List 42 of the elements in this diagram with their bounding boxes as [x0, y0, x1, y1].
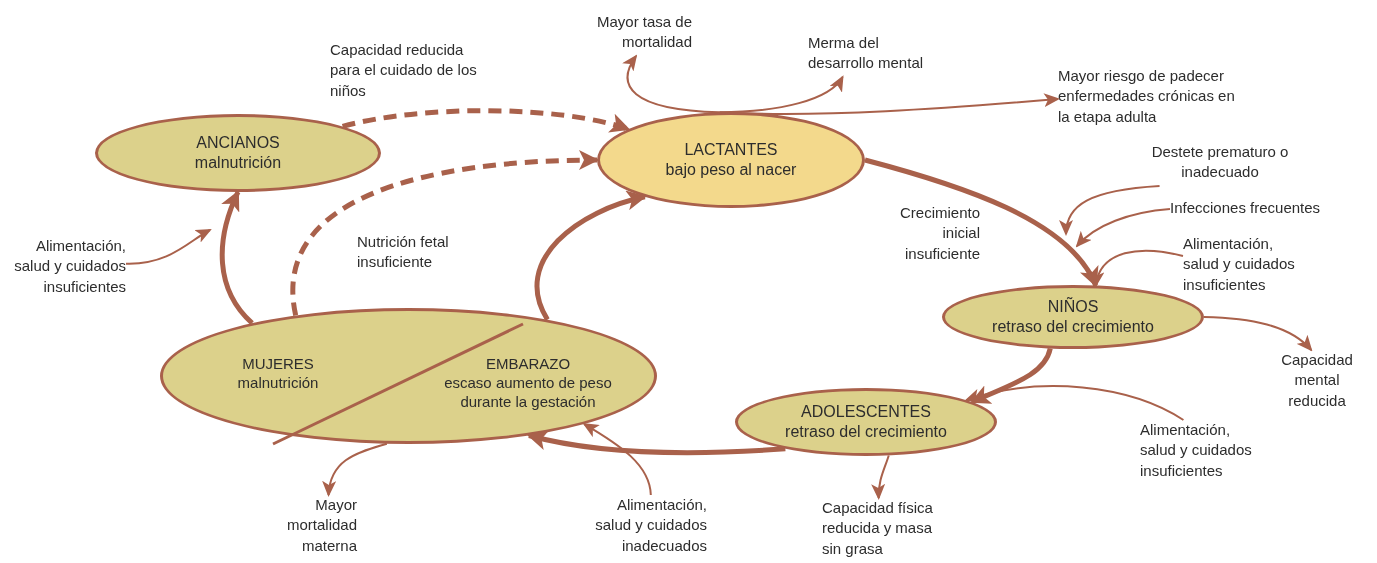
node-text: bajo peso al nacer [665, 160, 797, 180]
arrow [1075, 208, 1171, 248]
node-heading: ANCIANOS [196, 133, 280, 153]
node-text: Infecciones frecuentes [1170, 198, 1322, 218]
arrow [970, 347, 1053, 405]
node-heading: ADOLESCENTES [801, 402, 931, 422]
node-text: malnutrición [194, 153, 282, 173]
node-text: Mayor mortalidad materna [285, 495, 357, 556]
node-text: Alimentación, salud y cuidados insuficientes [1183, 234, 1296, 295]
node-text: Capacidad mental reducida [1280, 350, 1354, 411]
node-heading: LACTANTES [684, 140, 778, 160]
arrow [323, 442, 388, 497]
node-text: Mayor riesgo de padecer enfermedades crónicas en la etapa adulta [1058, 66, 1236, 127]
arrow [582, 423, 652, 496]
node-text: Merma del desarrollo mental [808, 33, 925, 74]
arrow [1203, 316, 1313, 352]
node-text: escaso aumento de peso durante la gestación [443, 373, 613, 412]
arrow [527, 430, 786, 455]
arrow [864, 157, 1098, 288]
node-text: malnutrición [237, 373, 319, 393]
arrow [1060, 185, 1161, 236]
node-heading: MUJERES [242, 355, 314, 374]
node-heading: EMBARAZO [485, 355, 571, 374]
dashed-arrow [342, 108, 631, 134]
node-text: Destete prematuro o inadecuado [1150, 142, 1290, 183]
node-heading: NIÑOS [1047, 297, 1099, 317]
arrow [871, 454, 890, 500]
arrow [219, 190, 254, 325]
node-text: Mayor tasa de mortalidad [595, 12, 692, 53]
node-text: Alimentación, salud y cuidados inadecuados [594, 495, 707, 556]
arrow [534, 191, 647, 321]
arrow [1091, 249, 1184, 288]
arrow [964, 385, 1185, 421]
arrow [622, 54, 721, 114]
node-text: retraso del crecimiento [785, 422, 947, 442]
arrow [718, 93, 1060, 115]
dashed-arrow [290, 150, 599, 316]
node-text: Capacidad física reducida y masa sin grasa [822, 498, 934, 559]
node-text: Alimentación, salud y cuidados insuficientes [13, 236, 126, 297]
arrow [125, 229, 212, 265]
node-text: retraso del crecimiento [992, 317, 1154, 337]
node-text: Alimentación, salud y cuidados insuficientes [1140, 420, 1253, 481]
